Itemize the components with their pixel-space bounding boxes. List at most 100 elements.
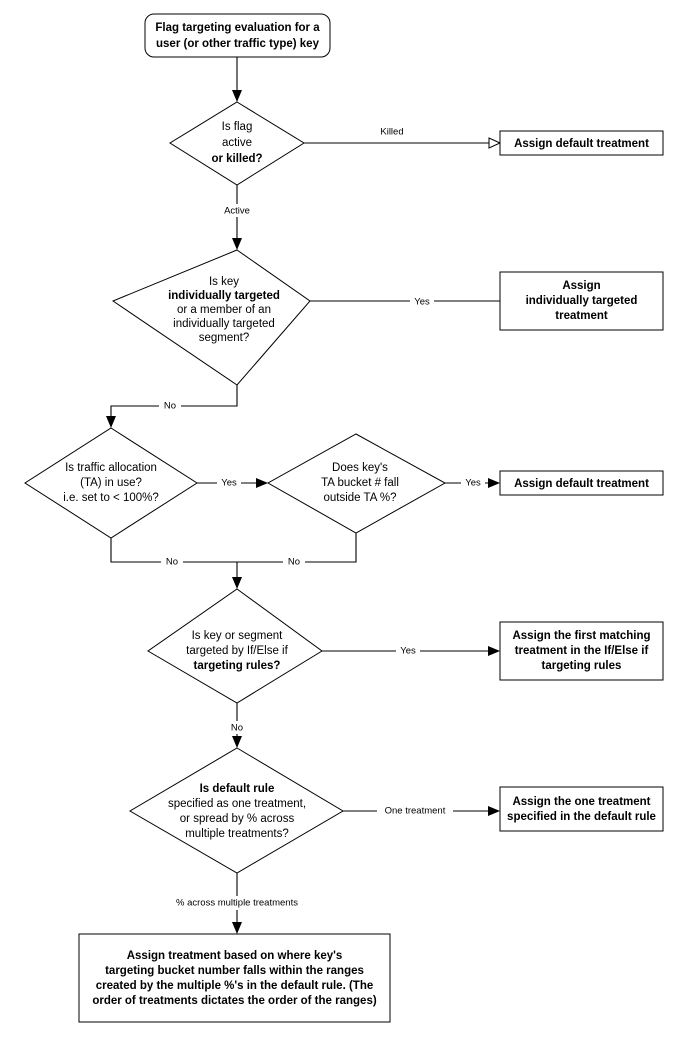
ta-bucket-line-3: outside TA %? bbox=[323, 492, 396, 504]
assign-default-ta-shape bbox=[499, 470, 664, 496]
assign-if-else-line-1: Assign the first matching bbox=[512, 630, 650, 642]
label-bg-ifelse-no bbox=[226, 721, 248, 734]
node-decision-default-rule[interactable]: Is default rule specified as one treatme… bbox=[129, 747, 344, 874]
individual-target-diamond bbox=[111, 249, 311, 386]
flag-state-line-2: active bbox=[222, 137, 252, 149]
default-rule-line-1: Is default rule bbox=[200, 783, 275, 795]
node-assign-if-else[interactable]: Assign the first matching treatment in t… bbox=[499, 621, 664, 681]
default-rule-line-2: specified as one treatment, bbox=[168, 798, 306, 810]
edge-label-individual-no: No bbox=[164, 401, 176, 412]
start-line-2: user (or other traffic type) key bbox=[156, 38, 320, 50]
assign-default-killed-shape bbox=[499, 130, 664, 156]
edge-labels: Killed Active Yes No Yes Yes No No Yes N… bbox=[158, 124, 485, 910]
edge-label-ta-yes: Yes bbox=[221, 478, 237, 489]
label-bg-individual-yes bbox=[410, 295, 434, 308]
node-assign-one-treatment[interactable]: Assign the one treatment specified in th… bbox=[499, 786, 664, 832]
arrowhead-active bbox=[232, 238, 242, 250]
assign-individual-line-1: Assign bbox=[562, 280, 600, 292]
edge-label-ta-no: No bbox=[166, 557, 178, 568]
assign-individual-line-3: treatment bbox=[555, 310, 608, 322]
label-bg-default-one bbox=[377, 805, 453, 818]
edge-label-bucket-no: No bbox=[288, 557, 300, 568]
node-decision-traffic-allocation[interactable]: Is traffic allocation (TA) in use? i.e. … bbox=[24, 427, 198, 539]
assign-bucket-range-line-1: Assign treatment based on where key's bbox=[127, 950, 343, 962]
edge-label-ifelse-no: No bbox=[231, 723, 243, 734]
edge-label-active: Active bbox=[224, 206, 250, 217]
start-line-1: Flag targeting evaluation for a bbox=[155, 22, 320, 34]
traffic-allocation-line-3: i.e. set to < 100%? bbox=[63, 492, 159, 504]
individual-target-line-1: Is key bbox=[209, 276, 239, 288]
default-rule-diamond bbox=[129, 747, 344, 874]
label-bg-ta-no bbox=[161, 556, 183, 569]
if-else-diamond bbox=[147, 588, 323, 704]
flag-state-diamond bbox=[169, 101, 305, 186]
flag-state-line-3: or killed? bbox=[211, 153, 262, 165]
assign-one-treatment-line-1: Assign the one treatment bbox=[512, 796, 650, 808]
assign-bucket-range-line-2: targeting bucket number falls within the… bbox=[105, 965, 364, 977]
assign-default-killed-line-1: Assign default treatment bbox=[514, 138, 649, 150]
assign-if-else-line-3: targeting rules bbox=[542, 660, 622, 672]
edge-label-individual-yes: Yes bbox=[414, 297, 430, 308]
individual-target-line-2: individually targeted bbox=[168, 290, 280, 302]
node-decision-individual-target[interactable]: Is key individually targeted or a member… bbox=[111, 249, 311, 386]
assign-bucket-range-shape bbox=[78, 933, 391, 1023]
arrowhead-ifelse-no bbox=[232, 736, 242, 748]
node-decision-ta-bucket[interactable]: Does key's TA bucket # fall outside TA %… bbox=[266, 433, 447, 534]
label-bg-ta-yes bbox=[217, 477, 241, 490]
edge-bucket-no bbox=[237, 533, 357, 563]
if-else-line-3: targeting rules? bbox=[194, 660, 281, 672]
edge-label-default-spread: % across multiple treatments bbox=[176, 898, 298, 909]
edge-label-default-one: One treatment bbox=[385, 806, 446, 817]
arrowhead-to-flagstate bbox=[232, 90, 242, 102]
label-bg-active bbox=[219, 204, 255, 217]
individual-target-line-4: individually targeted bbox=[173, 318, 275, 330]
individual-target-line-3: or a member of an bbox=[177, 304, 271, 316]
ta-bucket-line-1: Does key's bbox=[332, 462, 388, 474]
edge-ta-no bbox=[110, 538, 237, 563]
node-decision-if-else[interactable]: Is key or segment targeted by If/Else if… bbox=[147, 588, 323, 704]
node-assign-default-ta[interactable]: Assign default treatment bbox=[499, 470, 664, 496]
if-else-line-2: targeted by If/Else if bbox=[186, 645, 288, 657]
assign-bucket-range-line-4: order of treatments dictates the order o… bbox=[92, 995, 377, 1007]
assign-bucket-range-line-3: created by the multiple %'s in the defau… bbox=[96, 980, 374, 992]
ta-bucket-diamond bbox=[266, 433, 447, 534]
default-rule-line-4: multiple treatments? bbox=[185, 828, 289, 840]
node-decision-flag-state[interactable]: Is flag active or killed? bbox=[169, 101, 305, 186]
label-bg-bucket-no bbox=[283, 556, 305, 569]
arrowhead-default-one bbox=[488, 806, 500, 816]
ta-bucket-line-2: TA bucket # fall bbox=[321, 477, 399, 489]
start-shape bbox=[144, 13, 331, 58]
assign-individual-shape bbox=[499, 271, 664, 331]
arrowhead-ifelse-yes bbox=[488, 646, 500, 656]
edge-label-killed: Killed bbox=[380, 127, 403, 138]
edge-label-bucket-yes: Yes bbox=[465, 478, 481, 489]
assign-default-ta-line-1: Assign default treatment bbox=[514, 478, 649, 490]
node-assign-bucket-range[interactable]: Assign treatment based on where key's ta… bbox=[78, 933, 391, 1023]
assign-if-else-shape bbox=[499, 621, 664, 681]
edge-label-ifelse-yes: Yes bbox=[400, 646, 416, 657]
label-bg-individual-no bbox=[159, 400, 181, 413]
individual-target-line-5: segment? bbox=[199, 332, 250, 344]
arrowhead-default-spread bbox=[232, 922, 242, 934]
traffic-allocation-line-1: Is traffic allocation bbox=[65, 462, 157, 474]
flag-state-line-1: Is flag bbox=[222, 121, 253, 133]
label-bg-default-spread bbox=[158, 896, 318, 910]
traffic-allocation-diamond bbox=[24, 427, 198, 539]
assign-if-else-line-2: treatment in the If/Else if bbox=[515, 645, 649, 657]
node-start[interactable]: Flag targeting evaluation for a user (or… bbox=[144, 13, 331, 58]
if-else-line-1: Is key or segment bbox=[192, 630, 284, 642]
label-bg-ifelse-yes bbox=[396, 645, 420, 658]
arrowhead-individual-no bbox=[106, 416, 116, 428]
assign-individual-line-2: individually targeted bbox=[526, 295, 638, 307]
label-bg-killed bbox=[375, 124, 409, 137]
default-rule-line-3: or spread by % across bbox=[180, 813, 295, 825]
arrowhead-bucket-yes bbox=[488, 478, 500, 488]
arrowhead-killed bbox=[488, 137, 502, 149]
assign-one-treatment-line-2: specified in the default rule bbox=[507, 811, 656, 823]
arrowhead-to-ifelse bbox=[232, 577, 242, 589]
node-assign-default-killed[interactable]: Assign default treatment bbox=[499, 130, 664, 156]
arrowhead-ta-yes bbox=[256, 478, 268, 488]
node-assign-individual[interactable]: Assign individually targeted treatment bbox=[499, 271, 664, 331]
